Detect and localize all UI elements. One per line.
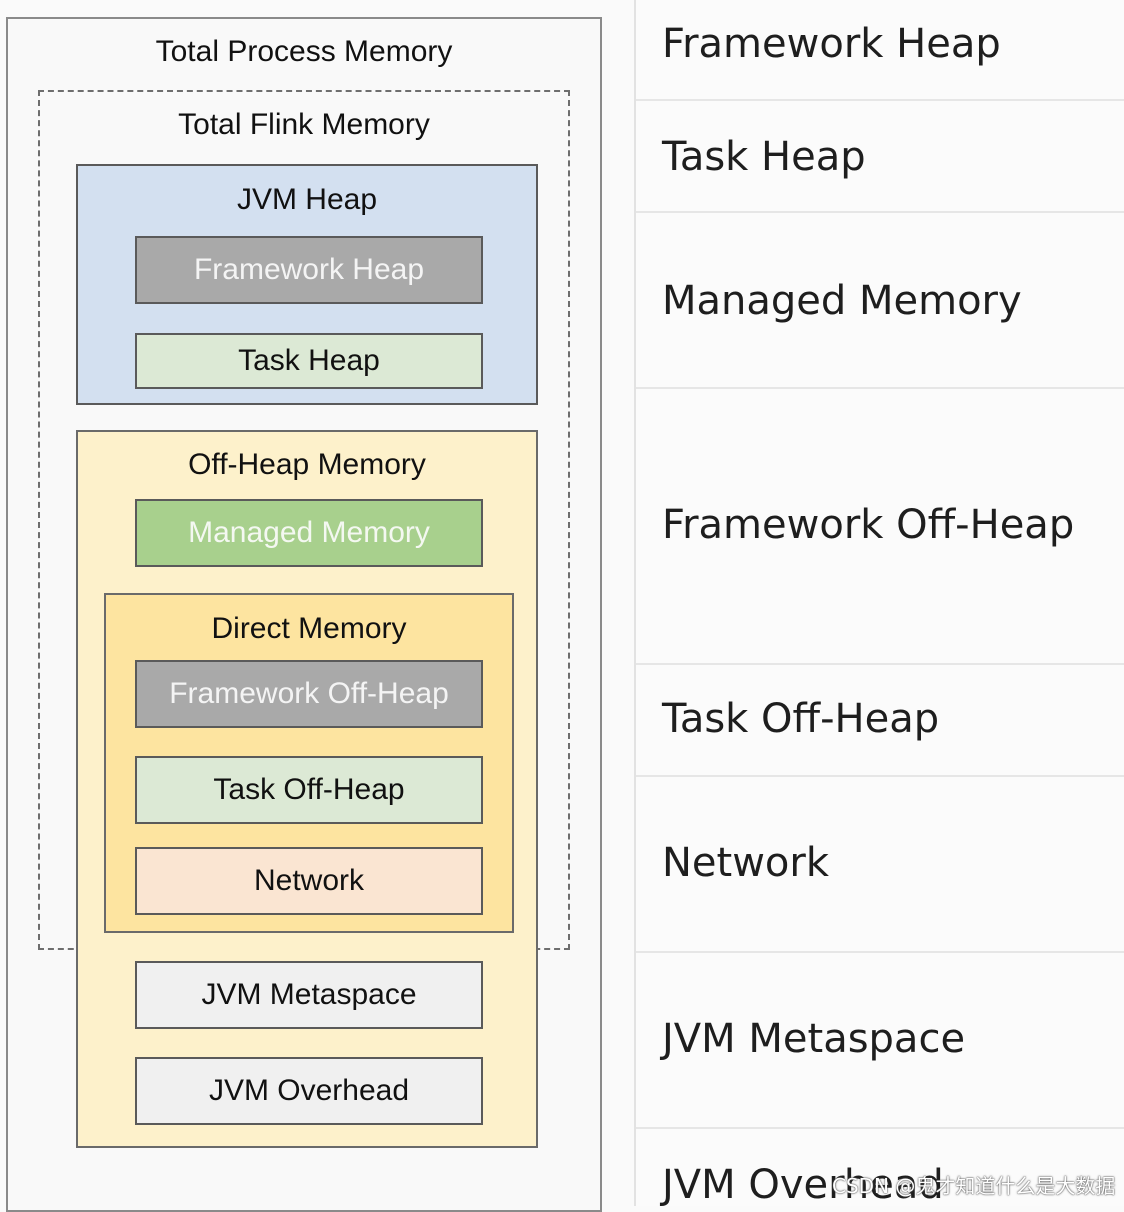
- table-row: JVM Overhead: [636, 1127, 1124, 1208]
- jvm-heap-label: JVM Heap: [236, 183, 378, 216]
- task-heap-block: Task Heap: [135, 333, 483, 389]
- watermark: CSDN @鬼才知道什么是大数据: [832, 1174, 1116, 1198]
- off-heap-memory-label: Off-Heap Memory: [188, 448, 426, 481]
- table-row: Managed Memory: [636, 211, 1124, 389]
- table-row: Network: [636, 775, 1124, 953]
- framework-off-heap-block: Framework Off-Heap: [135, 660, 483, 728]
- row-label-network: Network: [662, 840, 830, 886]
- table-row: JVM Metaspace: [636, 951, 1124, 1129]
- table-row: Framework Heap: [636, 0, 1124, 101]
- row-label-task-off-heap: Task Off-Heap: [662, 696, 940, 742]
- memory-components-table: Framework Heap Task Heap Managed Memory …: [634, 0, 1124, 1208]
- row-label-jvm-metaspace: JVM Metaspace: [662, 1016, 966, 1062]
- row-label-framework-heap: Framework Heap: [662, 21, 1001, 67]
- task-off-heap-block: Task Off-Heap: [135, 756, 483, 824]
- row-label-managed-memory: Managed Memory: [662, 278, 1022, 324]
- jvm-overhead-block: JVM Overhead: [135, 1057, 483, 1125]
- managed-memory-block: Managed Memory: [135, 499, 483, 567]
- table-row: Framework Off-Heap: [636, 387, 1124, 665]
- direct-memory-label: Direct Memory: [211, 612, 407, 645]
- row-label-task-heap: Task Heap: [662, 134, 866, 180]
- total-process-memory-label: Total Process Memory: [155, 35, 453, 68]
- row-label-jvm-overhead: JVM Overhead: [662, 1162, 944, 1208]
- network-block: Network: [135, 847, 483, 915]
- row-label-framework-off-heap: Framework Off-Heap: [662, 502, 1075, 548]
- table-row: Task Off-Heap: [636, 663, 1124, 777]
- framework-heap-block: Framework Heap: [135, 236, 483, 304]
- jvm-metaspace-block: JVM Metaspace: [135, 961, 483, 1029]
- table-row: Task Heap: [636, 99, 1124, 213]
- total-flink-memory-label: Total Flink Memory: [178, 108, 430, 141]
